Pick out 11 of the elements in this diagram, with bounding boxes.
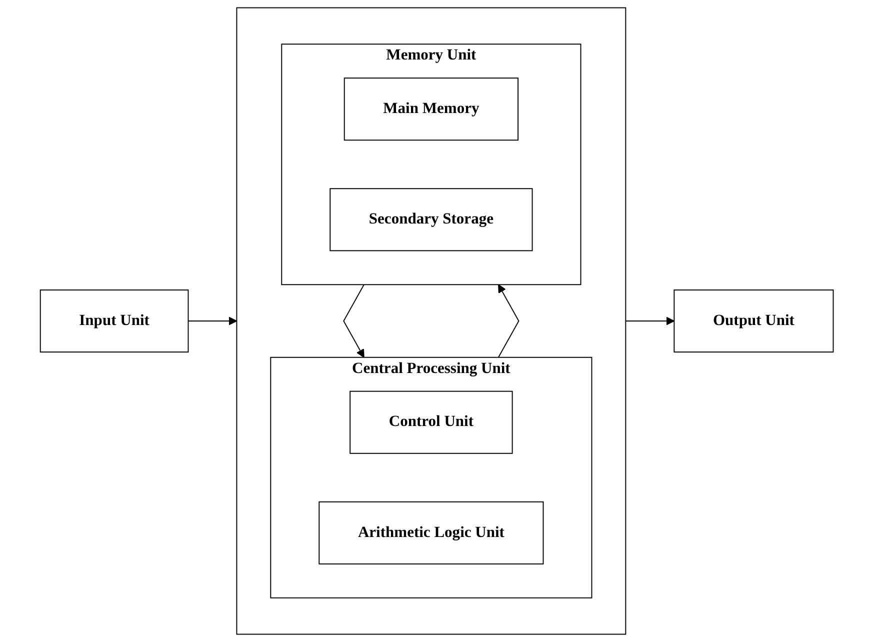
node-box: Output Unit [673, 289, 834, 353]
cluster [236, 7, 626, 635]
node-box: Secondary Storage [329, 188, 532, 252]
arrow [187, 316, 237, 326]
node-box: Input Unit [40, 289, 188, 353]
arrow [498, 284, 519, 358]
node-box: Main Memory [344, 78, 518, 141]
arrow [342, 284, 364, 358]
node-box: Control Unit [349, 390, 512, 454]
node-box: Arithmetic Logic Unit [318, 501, 544, 564]
arrow [624, 316, 674, 326]
